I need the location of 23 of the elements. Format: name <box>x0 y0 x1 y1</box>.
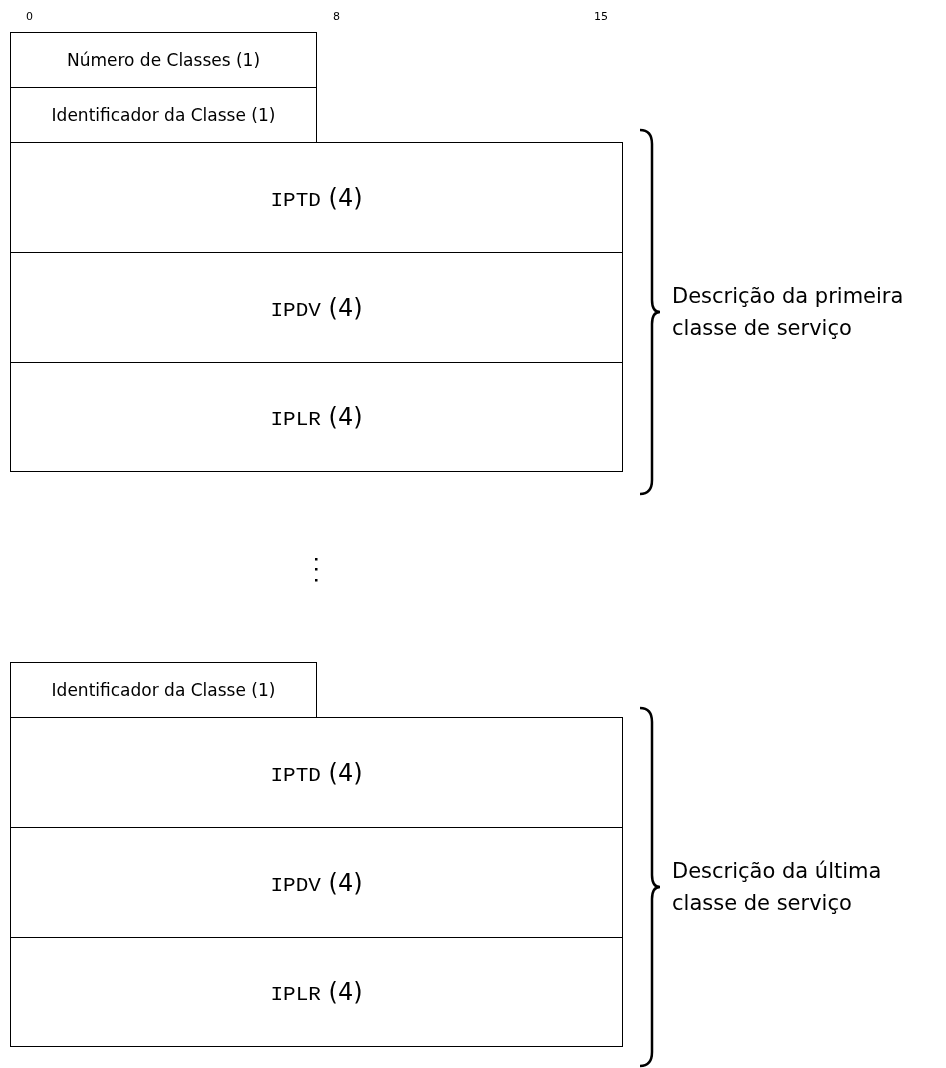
field-box <box>10 32 317 88</box>
field-label: IPDV (4) <box>270 868 363 897</box>
field-box <box>10 252 623 363</box>
field-box <box>10 937 623 1047</box>
bit-number: 8 <box>333 10 340 23</box>
field-box <box>10 142 623 253</box>
bit-number: 0 <box>26 10 33 23</box>
field-label: Identificador da Classe (1) <box>51 680 276 700</box>
brace-caption: Descrição da primeira classe de serviço <box>672 283 905 342</box>
field-label: IPTD (4) <box>270 758 363 787</box>
field-box <box>10 87 317 143</box>
field-label: IPLR (4) <box>270 978 363 1006</box>
brace-caption: Descrição da última classe de serviço <box>672 858 883 917</box>
field-box <box>10 662 317 718</box>
field-label: Número de Classes (1) <box>66 50 261 70</box>
field-label: IPLR (4) <box>270 403 363 431</box>
field-label: IPTD (4) <box>270 183 363 212</box>
field-label: Identificador da Classe (1) <box>51 105 276 125</box>
bit-number: 15 <box>594 10 608 23</box>
field-box <box>10 362 623 472</box>
field-label: IPDV (4) <box>270 293 363 322</box>
field-box <box>10 827 623 938</box>
field-box <box>10 717 623 828</box>
